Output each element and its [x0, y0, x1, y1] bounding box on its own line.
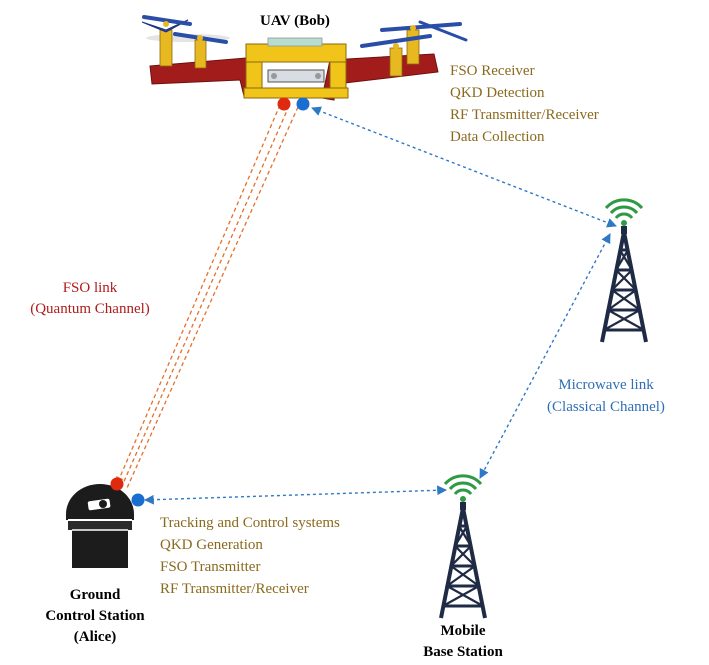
ground-station-observatory-icon [66, 477, 145, 568]
ground-function-item: Tracking and Control systems [160, 515, 340, 531]
mobile-base-name: Base Station [423, 644, 503, 660]
relay-tower-icon [600, 197, 648, 344]
ground-station-name: Ground [70, 587, 121, 603]
uav-to-tower-link [311, 106, 617, 228]
uav-function-item: Data Collection [450, 129, 545, 145]
ground-to-mobile-link [144, 485, 447, 505]
uav-functions-list: FSO Receiver QKD Detection RF Transmitte… [450, 63, 599, 145]
uav-function-item: RF Transmitter/Receiver [450, 107, 599, 123]
uav-drone-icon [141, 15, 468, 111]
ground-function-item: RF Transmitter/Receiver [160, 581, 309, 597]
ground-function-item: QKD Generation [160, 537, 263, 553]
mobile-base-tower-icon [439, 473, 487, 620]
uav-title: UAV (Bob) [260, 13, 330, 29]
tower-to-mobile-link [479, 233, 611, 479]
mobile-base-name: Mobile [441, 623, 486, 639]
ground-functions-list: Tracking and Control systems QKD Generat… [160, 515, 340, 597]
ground-station-name: Control Station [45, 608, 145, 624]
uav-function-item: QKD Detection [450, 85, 545, 101]
microwave-link-sublabel: (Classical Channel) [547, 399, 665, 415]
fso-link-beams [116, 104, 299, 489]
uav-function-item: FSO Receiver [450, 63, 535, 79]
fso-link-label: FSO link [63, 280, 118, 296]
microwave-link-label: Microwave link [558, 377, 654, 393]
ground-station-name: (Alice) [74, 629, 116, 645]
fso-link-sublabel: (Quantum Channel) [30, 301, 150, 317]
ground-function-item: FSO Transmitter [160, 559, 260, 575]
